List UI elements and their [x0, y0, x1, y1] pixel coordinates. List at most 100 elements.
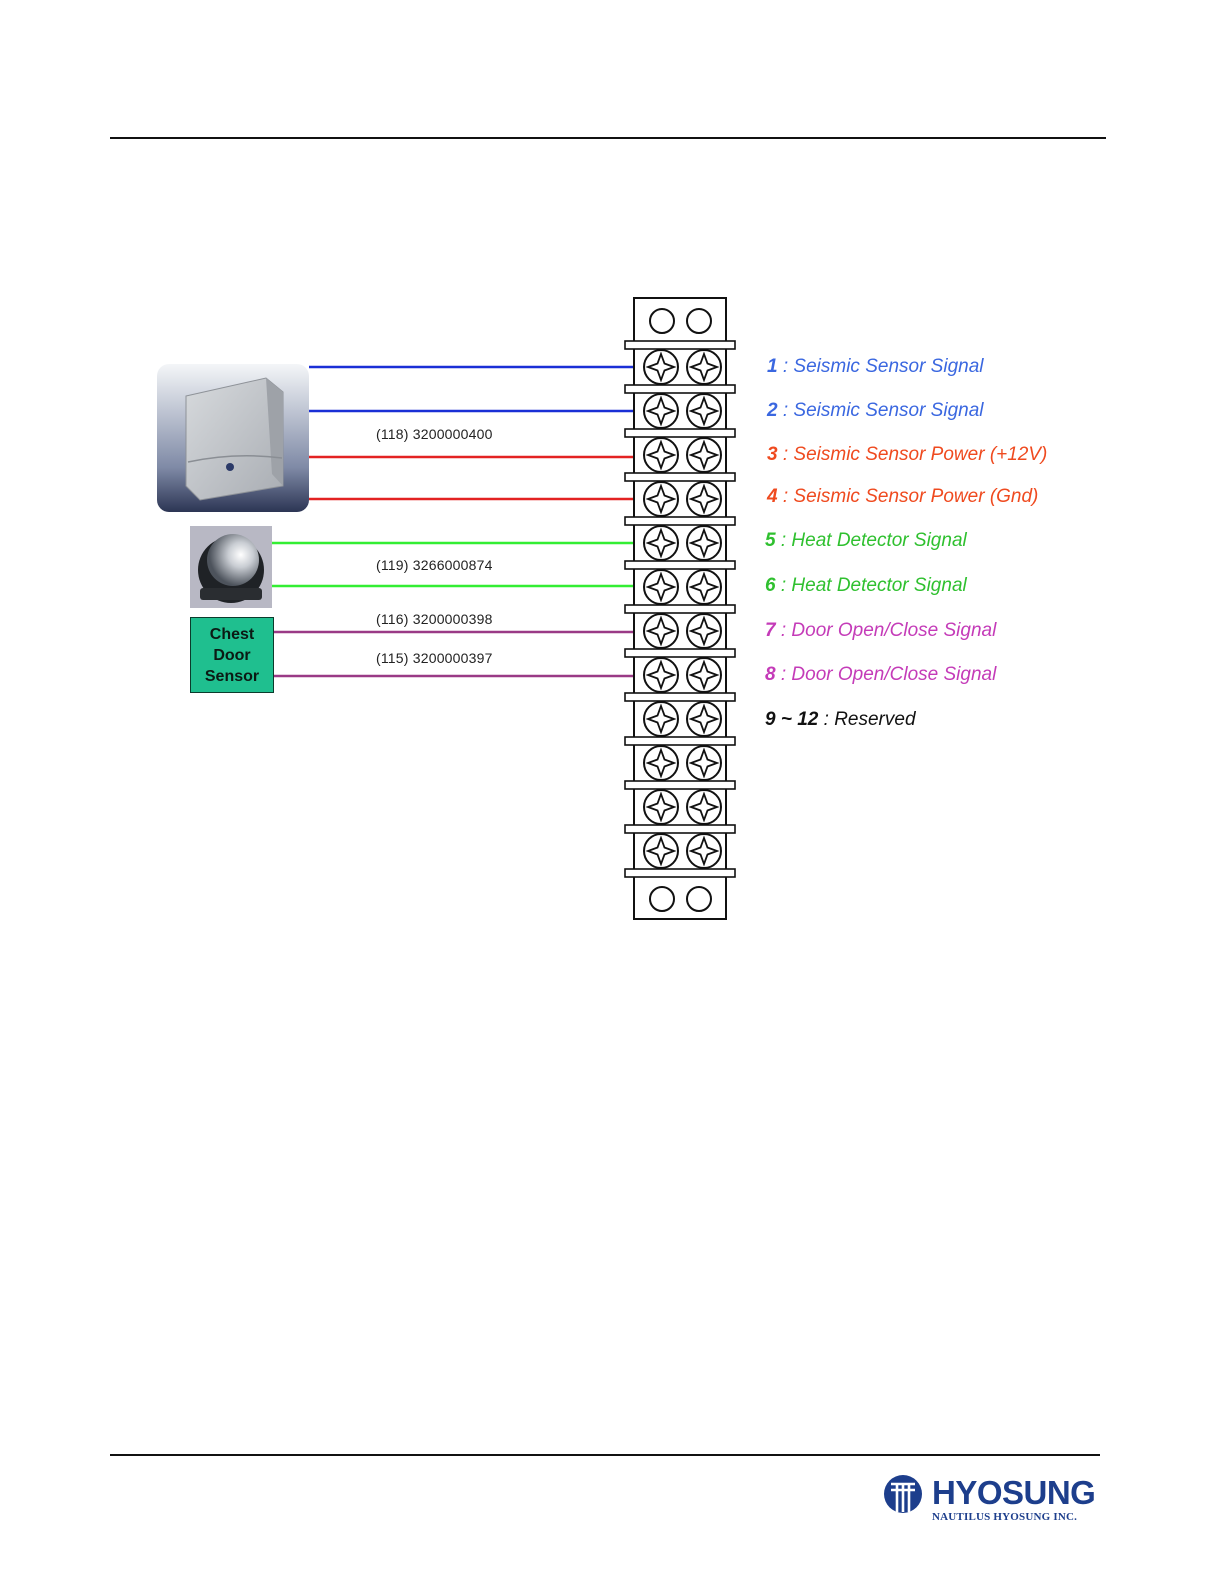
pin-number: 7: [765, 620, 776, 641]
sensor-box-line2: Door: [213, 646, 251, 664]
pin-label-5: 5 : Heat Detector Signal: [765, 530, 967, 552]
pin-label-6: 6 : Heat Detector Signal: [765, 575, 967, 597]
terminal-separator: [624, 340, 736, 350]
terminal-separator: [624, 604, 736, 614]
terminal-separator: [624, 384, 736, 394]
screw-star: [688, 791, 720, 823]
pin-desc: : Door Open/Close Signal: [775, 664, 997, 685]
terminal-separator: [624, 780, 736, 790]
pin-desc: : Heat Detector Signal: [775, 575, 967, 596]
wiring-diagram: [157, 297, 736, 920]
screw-icon: [686, 481, 722, 517]
screw-icon: [686, 393, 722, 429]
screw-star: [645, 659, 677, 691]
terminal-separator: [624, 736, 736, 746]
screw-star: [645, 439, 677, 471]
screw-star: [688, 615, 720, 647]
mounting-hole: [649, 308, 675, 334]
pin-number: 3: [767, 444, 778, 465]
terminal-separator: [624, 868, 736, 878]
pin-label-2: 2 : Seismic Sensor Signal: [767, 400, 984, 422]
logo-subtitle: NAUTILUS HYOSUNG INC.: [932, 1511, 1078, 1523]
screw-star: [688, 483, 720, 515]
screw-icon: [686, 833, 722, 869]
sensor-box-line3: Sensor: [204, 667, 260, 685]
mounting-hole: [649, 886, 675, 912]
pin-desc: : Seismic Sensor Signal: [777, 356, 984, 377]
screw-icon: [686, 349, 722, 385]
pin-label-8: 8 : Door Open/Close Signal: [765, 664, 996, 686]
pin-desc: : Seismic Sensor Power (+12V): [777, 444, 1048, 465]
pin-number: 9 ~ 12: [765, 709, 819, 730]
screw-star: [645, 615, 677, 647]
screw-star: [688, 351, 720, 383]
wire-label-115: (115) 3200000397: [376, 650, 493, 666]
screw-icon: [643, 481, 679, 517]
screw-star: [688, 703, 720, 735]
footer-rule: [110, 1454, 1100, 1456]
logo-name: HYOSUNG: [932, 1474, 1096, 1511]
screw-icon: [686, 437, 722, 473]
screw-icon: [643, 393, 679, 429]
screw-icon: [643, 745, 679, 781]
wire-label-119: (119) 3266000874: [376, 557, 493, 573]
terminal-separator: [624, 428, 736, 438]
screw-star: [688, 395, 720, 427]
pin-label-4: 4 : Seismic Sensor Power (Gnd): [767, 486, 1038, 508]
pin-desc: : Reserved: [818, 709, 916, 730]
pin-desc: : Door Open/Close Signal: [775, 620, 997, 641]
terminal-block: [624, 297, 736, 920]
terminal-separator: [624, 648, 736, 658]
pin-number: 1: [767, 356, 778, 377]
terminal-separator: [624, 516, 736, 526]
pin-label-7: 7 : Door Open/Close Signal: [765, 620, 996, 642]
screw-icon: [643, 657, 679, 693]
terminal-separator: [624, 560, 736, 570]
screw-icon: [686, 525, 722, 561]
pin-label-1: 1 : Seismic Sensor Signal: [767, 356, 984, 378]
hyosung-logo-icon: [884, 1475, 922, 1513]
pin-number: 4: [767, 486, 778, 507]
pin-number: 5: [765, 530, 776, 551]
screw-icon: [643, 437, 679, 473]
screw-icon: [686, 745, 722, 781]
screw-star: [645, 527, 677, 559]
pin-desc: : Seismic Sensor Power (Gnd): [777, 486, 1039, 507]
heat-detector-image: [190, 526, 272, 608]
screw-icon: [643, 569, 679, 605]
screw-icon: [643, 349, 679, 385]
pin-number: 6: [765, 575, 776, 596]
screw-star: [688, 527, 720, 559]
pin-label-3: 3 : Seismic Sensor Power (+12V): [767, 444, 1047, 466]
screw-icon: [686, 613, 722, 649]
screw-star: [645, 351, 677, 383]
pin-label-reserved: 9 ~ 12 : Reserved: [765, 709, 916, 731]
screw-icon: [643, 701, 679, 737]
wire-label-116: (116) 3200000398: [376, 611, 493, 627]
pin-desc: : Seismic Sensor Signal: [777, 400, 984, 421]
screw-icon: [686, 569, 722, 605]
screw-star: [688, 659, 720, 691]
screw-star: [688, 571, 720, 603]
terminal-separator: [624, 692, 736, 702]
screw-star: [645, 483, 677, 515]
screw-icon: [686, 701, 722, 737]
screw-icon: [686, 789, 722, 825]
screw-star: [645, 571, 677, 603]
screw-star: [645, 791, 677, 823]
sensor-box-line1: Chest: [209, 625, 255, 643]
header-rule: [110, 137, 1106, 139]
wire-label-118: (118) 3200000400: [376, 426, 493, 442]
screw-star: [688, 835, 720, 867]
screw-icon: [643, 833, 679, 869]
mounting-hole: [686, 308, 712, 334]
pin-desc: : Heat Detector Signal: [775, 530, 967, 551]
pin-number: 8: [765, 664, 776, 685]
mounting-hole: [686, 886, 712, 912]
terminal-separator: [624, 472, 736, 482]
wires: [272, 365, 634, 678]
screw-star: [645, 703, 677, 735]
screw-star: [688, 747, 720, 779]
chest-door-sensor: Chest Door Sensor: [190, 617, 274, 693]
screw-icon: [643, 525, 679, 561]
